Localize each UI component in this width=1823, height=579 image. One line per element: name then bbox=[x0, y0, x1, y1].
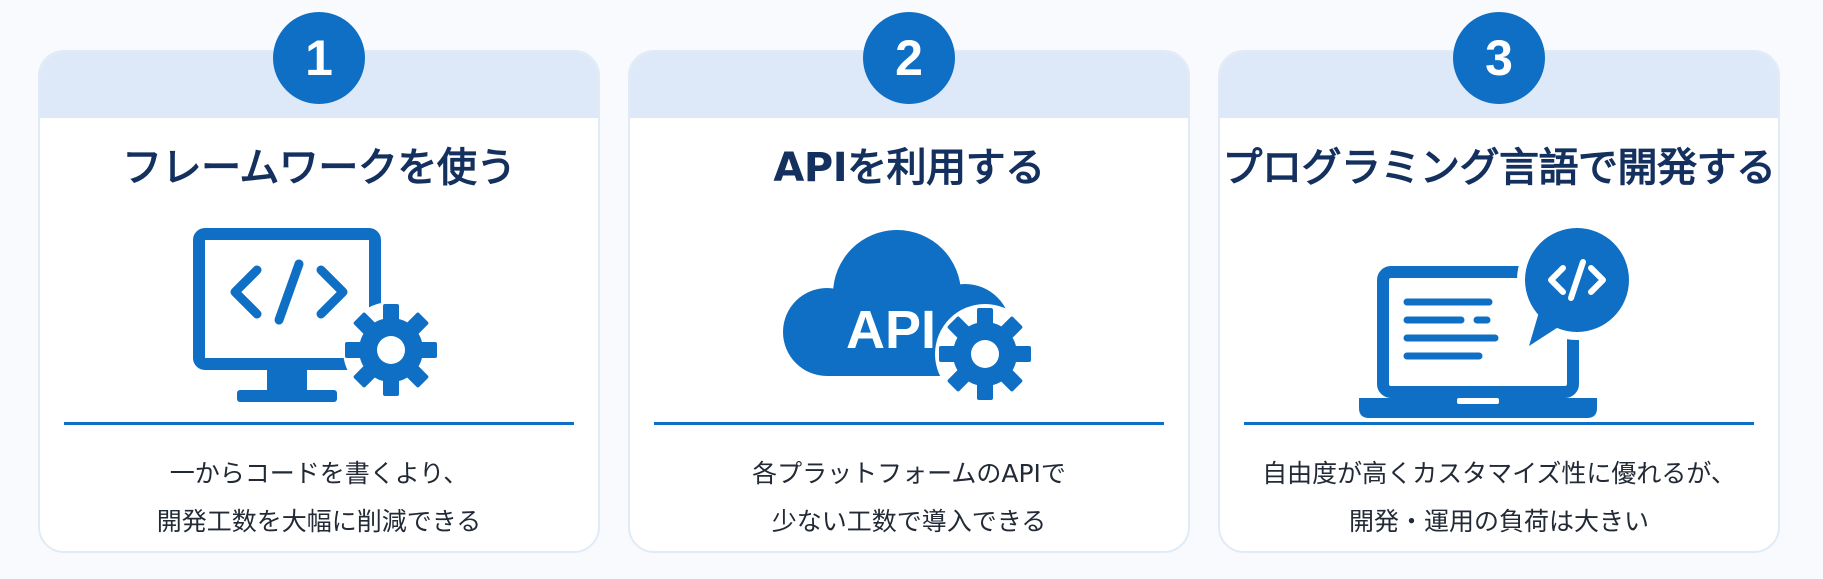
step-number-badge: 1 bbox=[273, 12, 365, 104]
card-divider bbox=[1244, 422, 1754, 425]
card-title: プログラミング言語で開発する bbox=[1222, 145, 1777, 191]
option-card-programming: 3 プログラミング言語で開発する 自由度が高くカスタマイズ性に優れるが、 開発・… bbox=[1218, 12, 1780, 553]
card-title: APIを利用する bbox=[773, 145, 1045, 191]
card-description: 各プラットフォームのAPIで 少ない工数で導入できる bbox=[630, 450, 1188, 546]
desc-line-1: 各プラットフォームのAPIで bbox=[752, 459, 1066, 488]
card-divider bbox=[64, 422, 574, 425]
desc-line-2: 開発工数を大幅に削減できる bbox=[156, 507, 482, 536]
step-number-badge: 3 bbox=[1453, 12, 1545, 104]
card-description: 一からコードを書くより、 開発工数を大幅に削減できる bbox=[40, 450, 598, 546]
desc-line-1: 自由度が高くカスタマイズ性に優れるが、 bbox=[1262, 459, 1736, 488]
step-number-badge: 2 bbox=[863, 12, 955, 104]
option-card-framework: 1 フレームワークを使う 一からコードを bbox=[38, 12, 600, 553]
desc-line-2: 少ない工数で導入できる bbox=[771, 507, 1047, 536]
monitor-code-gear-icon bbox=[193, 228, 439, 402]
card-divider bbox=[654, 422, 1164, 425]
card-title: フレームワークを使う bbox=[122, 145, 516, 191]
desc-line-1: 一からコードを書くより、 bbox=[169, 459, 469, 488]
cloud-api-label: API bbox=[846, 300, 936, 360]
card-description: 自由度が高くカスタマイズ性に優れるが、 開発・運用の負荷は大きい bbox=[1220, 450, 1778, 546]
laptop-code-bubble-icon bbox=[1359, 220, 1637, 418]
desc-line-2: 開発・運用の負荷は大きい bbox=[1348, 507, 1649, 536]
cloud-api-gear-icon: API bbox=[783, 230, 1035, 404]
option-card-api: 2 APIを利用する API bbox=[628, 12, 1190, 553]
